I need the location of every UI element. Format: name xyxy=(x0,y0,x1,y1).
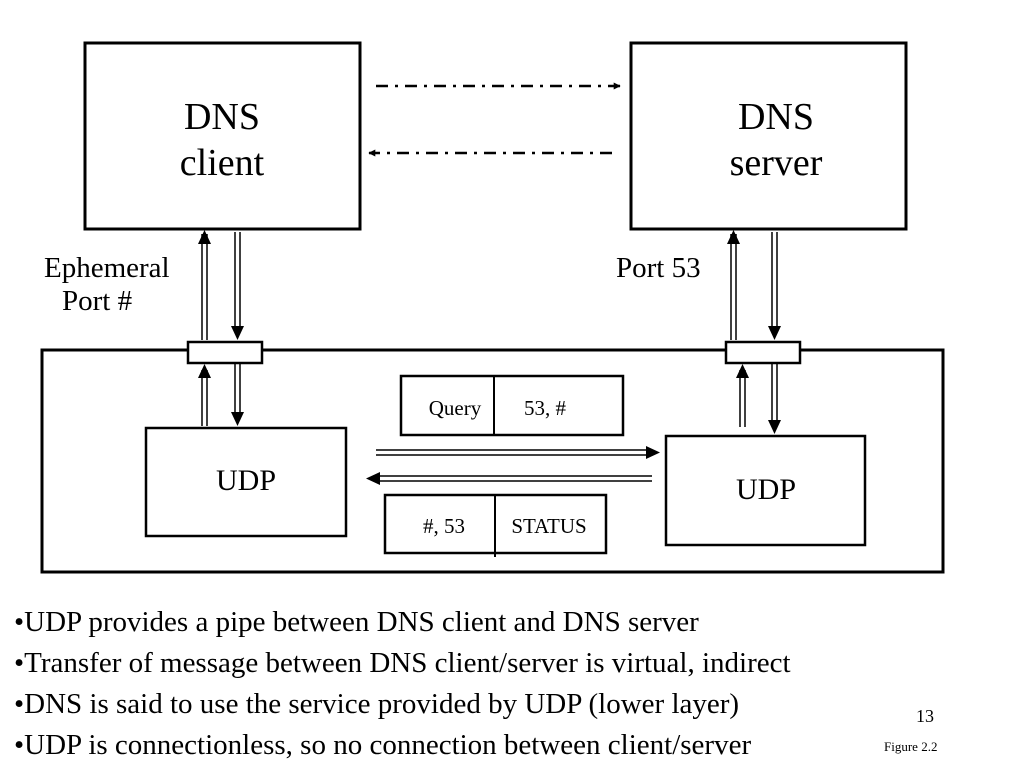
dns-server-box: DNS server xyxy=(629,41,908,231)
response-packet: #, 53 STATUS xyxy=(383,493,608,557)
client-udp-up-arrow xyxy=(198,364,211,426)
response-packet-data: STATUS xyxy=(511,514,586,538)
udp-request-arrow xyxy=(376,446,660,459)
bullet-list: •UDP provides a pipe between DNS client … xyxy=(14,602,1014,766)
udp-response-arrow xyxy=(366,472,652,485)
server-up-arrow xyxy=(727,230,740,340)
response-packet-ports: #, 53 xyxy=(423,514,465,538)
server-down-arrow xyxy=(768,232,781,340)
bullet-item: •DNS is said to use the service provided… xyxy=(14,688,740,720)
bullet-item: •Transfer of message between DNS client/… xyxy=(14,647,791,679)
bullet-item: •UDP provides a pipe between DNS client … xyxy=(14,606,699,638)
bullet-item: •UDP is connectionless, so no connection… xyxy=(14,729,752,761)
figure-label: Figure 2.2 xyxy=(884,739,938,754)
server-udp-up-arrow xyxy=(736,364,749,427)
port-53-label: Port 53 xyxy=(616,252,701,284)
ephemeral-port-label-line1: Ephemeral xyxy=(44,252,170,284)
server-socket xyxy=(724,340,802,365)
client-udp-down-arrow xyxy=(231,364,244,426)
dns-client-box: DNS client xyxy=(83,41,362,231)
query-packet-ports: 53, # xyxy=(524,396,567,420)
ephemeral-port-label-line2: Port # xyxy=(62,285,132,317)
slide-number: 13 xyxy=(916,706,934,726)
udp-server-label: UDP xyxy=(736,473,796,506)
udp-server-box: UDP xyxy=(664,434,867,547)
dns-client-label-line1: DNS xyxy=(184,96,260,138)
client-socket xyxy=(186,340,264,365)
query-packet-data: Query xyxy=(429,396,482,420)
client-up-arrow xyxy=(198,230,211,340)
dns-server-label-line2: server xyxy=(730,142,823,184)
transport-layer-frame xyxy=(40,348,945,574)
udp-client-box: UDP xyxy=(144,426,348,538)
query-packet: Query 53, # xyxy=(399,374,625,437)
client-down-arrow xyxy=(231,232,244,340)
udp-client-label: UDP xyxy=(216,464,276,497)
dns-server-label-line1: DNS xyxy=(738,96,814,138)
dns-client-label-line2: client xyxy=(180,142,265,184)
server-udp-down-arrow xyxy=(768,364,781,434)
